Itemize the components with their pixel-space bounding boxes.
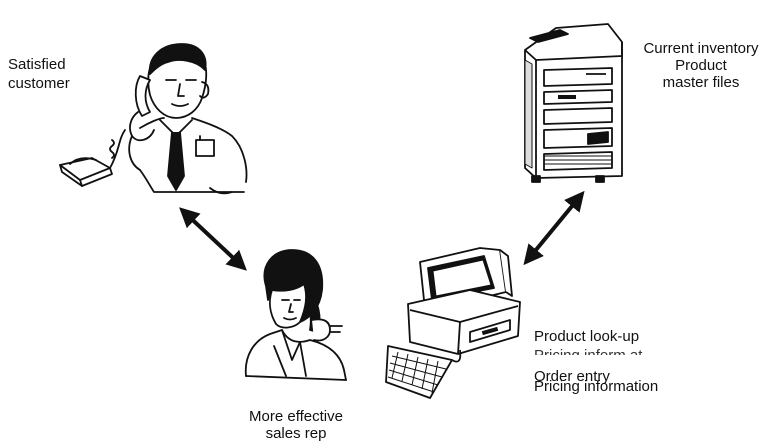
woman-on-phone-icon: [244, 249, 347, 381]
double-arrow-icon: [179, 207, 247, 271]
function-order-entry: Order entry: [534, 368, 610, 385]
server-label-line3: master files: [662, 74, 740, 91]
desktop-computer-icon: [385, 247, 521, 399]
server-label-line1: Current inventory: [643, 40, 759, 57]
sales-rep-label-line1: More effective: [249, 408, 343, 425]
function-pricing-information: Pricing information: [534, 378, 659, 395]
customer-label-line2: customer: [8, 75, 70, 92]
sales-rep-label: More effective sales rep: [238, 408, 354, 442]
function-pricing-overlap: Pricing inform at: [534, 347, 643, 364]
function-product-lookup: Product look-up: [534, 328, 640, 345]
server-tower-icon: [524, 23, 623, 183]
sales-rep-label-line2: sales rep: [265, 425, 327, 442]
server-label-line2: Product: [675, 57, 727, 74]
server-label: Current inventory Product master files: [627, 40, 774, 91]
double-arrow-icon: [523, 190, 585, 266]
man-on-phone-icon: [59, 43, 248, 195]
customer-label-line1: Satisfied: [8, 56, 66, 73]
